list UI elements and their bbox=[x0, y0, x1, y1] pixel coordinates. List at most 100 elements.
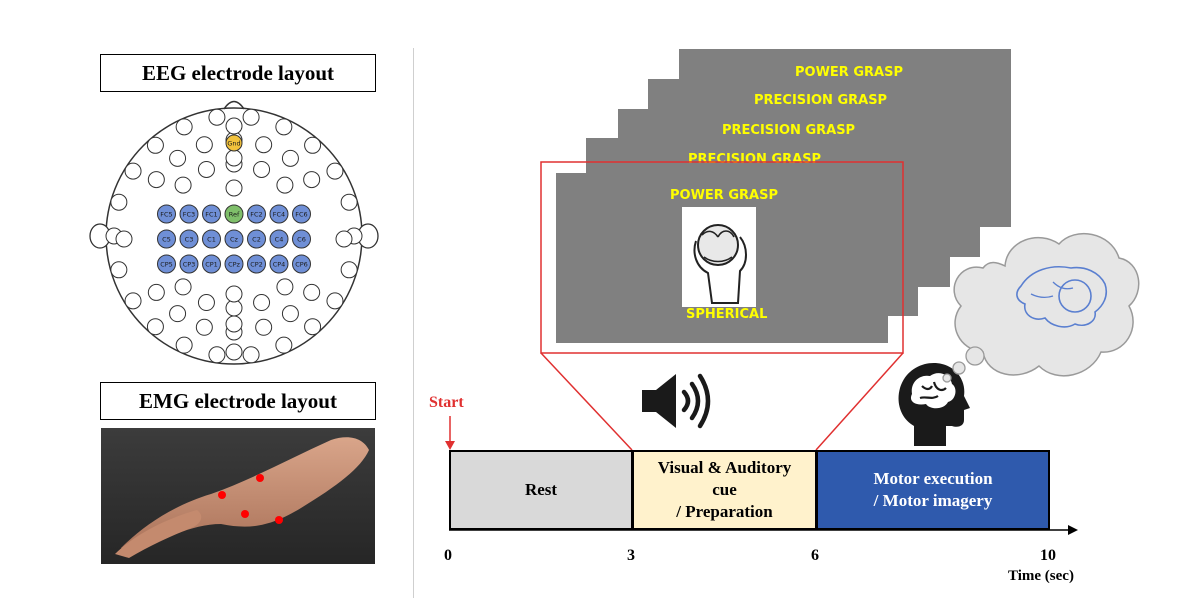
phase-motor-label-2: / Motor imagery bbox=[873, 491, 993, 510]
unused-electrode bbox=[255, 318, 273, 336]
imagined-grasp-hand bbox=[1016, 266, 1108, 328]
emg-electrode bbox=[275, 516, 283, 524]
unused-electrode bbox=[175, 118, 193, 136]
zoom-line-left bbox=[540, 352, 633, 451]
unused-electrode bbox=[225, 149, 243, 167]
unused-electrode bbox=[197, 294, 215, 312]
active-electrode bbox=[202, 229, 221, 249]
unused-electrode bbox=[326, 162, 344, 180]
electrode-label: FC1 bbox=[205, 211, 217, 219]
unused-electrode bbox=[242, 346, 260, 364]
active-electrode bbox=[269, 254, 289, 274]
electrode-label: C4 bbox=[275, 236, 284, 244]
emg-electrode bbox=[218, 491, 226, 499]
electrode-label: CP1 bbox=[205, 261, 218, 269]
active-electrode bbox=[247, 254, 266, 274]
thought-cloud bbox=[953, 232, 1140, 377]
slide-label-bottom: SPHERICAL bbox=[686, 307, 768, 322]
unused-electrode bbox=[304, 136, 322, 154]
active-electrode bbox=[202, 254, 221, 274]
unused-electrode bbox=[242, 108, 260, 126]
unused-electrode bbox=[124, 162, 142, 180]
slide-label: PRECISION GRASP bbox=[688, 152, 822, 167]
unused-electrode bbox=[340, 261, 358, 279]
active-electrode bbox=[157, 204, 176, 224]
unused-electrode bbox=[110, 261, 128, 279]
unused-electrode bbox=[276, 278, 294, 296]
electrode-label: FC3 bbox=[183, 211, 195, 219]
unused-electrode bbox=[197, 160, 215, 178]
unused-electrode bbox=[146, 136, 164, 154]
electrode-label: CP6 bbox=[295, 261, 308, 269]
panel-divider bbox=[413, 48, 414, 598]
active-electrode bbox=[269, 229, 289, 249]
active-electrode bbox=[292, 204, 311, 224]
active-electrode bbox=[269, 204, 289, 224]
zoom-line-right bbox=[815, 352, 904, 451]
slide-label: PRECISION GRASP bbox=[754, 93, 888, 108]
time-axis bbox=[449, 525, 1078, 535]
electrode-label: CP2 bbox=[250, 261, 263, 269]
electrode-label: CPz bbox=[228, 261, 240, 269]
active-electrode bbox=[157, 229, 176, 249]
unused-electrode bbox=[281, 149, 299, 167]
slide-label: PRECISION GRASP bbox=[722, 123, 856, 138]
unused-electrode bbox=[225, 343, 243, 361]
unused-electrode bbox=[147, 171, 165, 189]
electrode-label: FC5 bbox=[160, 211, 172, 219]
eeg-title: EEG electrode layout bbox=[100, 54, 376, 92]
ground-electrode bbox=[225, 134, 243, 152]
start-label: Start bbox=[429, 394, 464, 411]
speaker-icon bbox=[642, 373, 711, 429]
active-electrode bbox=[247, 229, 266, 249]
unused-electrode bbox=[255, 136, 273, 154]
unused-electrode bbox=[281, 305, 299, 323]
electrode-label: CP3 bbox=[183, 261, 196, 269]
unused-electrode bbox=[275, 118, 293, 136]
active-electrode bbox=[179, 229, 199, 249]
phase-cue-label-3: / Preparation bbox=[676, 502, 773, 521]
unused-electrode bbox=[225, 285, 243, 303]
unused-electrode bbox=[326, 292, 344, 310]
slide-label-top: POWER GRASP bbox=[670, 188, 778, 203]
spherical-grasp-hand-icon bbox=[682, 207, 756, 307]
active-electrode bbox=[157, 254, 176, 274]
tick-label: 3 bbox=[627, 547, 635, 564]
unused-electrode bbox=[115, 230, 133, 248]
tick-label: 0 bbox=[444, 547, 452, 564]
electrode-label: Gnd bbox=[227, 140, 240, 148]
active-electrode bbox=[224, 254, 244, 274]
unused-electrode bbox=[110, 193, 128, 211]
unused-electrode bbox=[174, 176, 192, 194]
nose bbox=[223, 100, 245, 110]
active-electrode bbox=[202, 204, 221, 224]
active-electrode bbox=[179, 204, 199, 224]
reference-electrode bbox=[224, 204, 244, 224]
phase-cue: Visual & Auditory cue / Preparation bbox=[632, 450, 817, 530]
thought-bubble-icon bbox=[942, 232, 1140, 383]
unused-electrode bbox=[175, 336, 193, 354]
active-electrode bbox=[292, 254, 311, 274]
electrode-label: C2 bbox=[252, 236, 261, 244]
electrode-label: Cz bbox=[230, 236, 239, 244]
active-electrode bbox=[224, 229, 244, 249]
start-arrowhead bbox=[445, 441, 455, 450]
active-electrode bbox=[247, 204, 266, 224]
unused-electrode bbox=[304, 318, 322, 336]
unused-electrode bbox=[169, 149, 187, 167]
unused-electrode bbox=[303, 283, 321, 301]
emg-title: EMG electrode layout bbox=[100, 382, 376, 420]
unused-electrode bbox=[146, 318, 164, 336]
electrode-label: CP4 bbox=[273, 261, 286, 269]
phase-rest-label: Rest bbox=[524, 480, 558, 499]
unused-electrode bbox=[174, 278, 192, 296]
active-electrode bbox=[179, 254, 199, 274]
hand-shape bbox=[115, 510, 202, 558]
unused-electrode bbox=[124, 292, 142, 310]
slide-label: POWER GRASP bbox=[795, 65, 903, 80]
unused-electrode bbox=[275, 336, 293, 354]
unused-electrode bbox=[195, 318, 213, 336]
electrode-label: FC4 bbox=[273, 211, 285, 219]
unused-electrode bbox=[276, 176, 294, 194]
